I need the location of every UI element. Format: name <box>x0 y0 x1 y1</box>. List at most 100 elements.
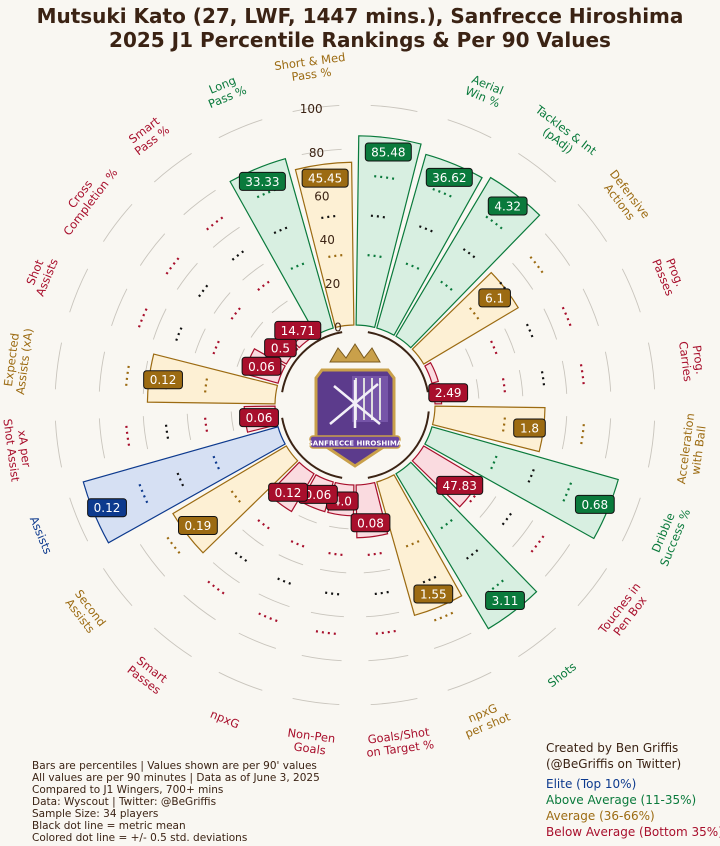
value-badge-box <box>239 408 279 428</box>
bar <box>82 426 286 544</box>
metric-label: DefensiveActions <box>597 167 653 229</box>
value-badge: 0.08 <box>350 513 391 533</box>
grid-arc <box>54 342 62 390</box>
value-label: 0.12 <box>275 486 302 500</box>
metric-label: CrossCompletion % <box>50 158 120 238</box>
value-badge: 47.83 <box>436 475 484 495</box>
bar <box>424 361 440 384</box>
value-badge-box <box>413 584 454 604</box>
metric-label: SmartPasses <box>125 652 172 697</box>
value-badge-box <box>428 383 469 403</box>
reference-dots-layer <box>125 175 585 635</box>
center-arc <box>367 411 430 479</box>
value-label: 36.62 <box>432 171 466 185</box>
value-label-layer: 36.624.326.12.491.80.6847.833.111.550.08… <box>87 142 615 610</box>
value-badge: 0.12 <box>87 498 127 518</box>
radial-tick-label: 60 <box>314 190 329 204</box>
metric-label-line: Assists <box>27 514 55 556</box>
value-label: 14.71 <box>281 324 315 338</box>
value-badge: 6.1 <box>478 288 511 308</box>
std-dot-line <box>137 306 149 328</box>
std-dot-line <box>367 551 382 556</box>
grid-arc <box>433 632 472 649</box>
grid-arc <box>310 611 344 618</box>
bar <box>395 461 538 630</box>
value-badge: 33.33 <box>238 171 286 191</box>
grid-arc <box>465 348 474 367</box>
value-label: 0.19 <box>185 519 212 533</box>
credit-and-legend: Created by Ben Griffis (@BeGriffis on Tw… <box>546 740 720 840</box>
metric-label: LongPass % <box>201 71 248 111</box>
bar <box>294 161 355 329</box>
grid-arc <box>621 497 641 542</box>
mean-dot-line <box>418 225 437 235</box>
std-dot-line <box>432 187 454 199</box>
grid-arc <box>54 420 62 468</box>
grid-arc <box>504 328 516 354</box>
value-label: 1.8 <box>520 421 539 435</box>
bar <box>395 176 541 349</box>
grid-arc <box>319 568 347 574</box>
value-badge: 4.32 <box>487 196 528 216</box>
std-dot-line <box>490 340 498 355</box>
grid-arc <box>366 611 400 618</box>
value-badge-box <box>143 370 183 390</box>
mean-dot-line <box>370 590 389 596</box>
grid-arc <box>512 262 534 290</box>
value-label: 45.45 <box>308 172 342 186</box>
grid-arc <box>577 568 607 607</box>
grid-arc <box>561 416 568 450</box>
value-label: 1.55 <box>420 588 447 602</box>
note-line: Bars are percentiles | Values shown are … <box>32 760 317 772</box>
metric-label-line: Non-Pen <box>287 726 336 746</box>
std-dot-line <box>165 256 181 275</box>
std-dot-line <box>579 424 585 446</box>
grid-arc <box>301 148 342 156</box>
metric-label: Non-PenGoals <box>285 726 336 759</box>
grid-arc <box>479 496 497 518</box>
credit-line: (@BeGriffis on Twitter) <box>546 757 682 771</box>
value-label: 0.12 <box>150 373 177 387</box>
value-label: 0.06 <box>246 411 273 425</box>
mean-dot-line <box>418 575 437 585</box>
grid-arc <box>186 413 192 441</box>
bar <box>376 153 483 336</box>
mean-dot-line <box>273 225 292 235</box>
bar <box>355 135 422 329</box>
credit-line: Created by Ben Griffis <box>546 741 679 755</box>
std-dot-line <box>212 340 220 355</box>
radial-tick-label: 100 <box>300 102 323 116</box>
grid-arc <box>370 104 418 112</box>
grid-arc <box>561 360 568 394</box>
grid-arc <box>582 288 599 327</box>
value-label: 0.08 <box>357 516 384 530</box>
grid-arc <box>292 104 340 112</box>
grid-arc <box>447 119 492 139</box>
mean-dot-line <box>370 214 389 220</box>
club-crest-logo: SANFRECCE HIROSHIMA <box>308 343 403 468</box>
value-badge: 0.12 <box>143 370 183 390</box>
metric-label-line: with Ball <box>688 425 708 476</box>
grid-arc <box>194 328 206 354</box>
grid-arc <box>238 632 277 649</box>
grid-arc <box>298 515 317 524</box>
value-badge: 45.45 <box>301 168 349 188</box>
mean-dot-line <box>540 371 546 390</box>
value-badge-box <box>436 475 484 495</box>
mean-dot-line <box>462 248 479 261</box>
grid-arc <box>518 627 557 657</box>
value-badge: 14.71 <box>274 320 322 340</box>
metric-label: ShotAssists <box>21 251 61 298</box>
value-badge: 0.06 <box>298 484 338 504</box>
grid-arc <box>153 627 192 657</box>
bar <box>431 405 546 453</box>
metric-label-line: Shots <box>545 659 579 690</box>
std-dot-line <box>230 490 241 503</box>
note-line: All values are per 90 minutes | Data as … <box>32 772 320 784</box>
value-badge: 0.68 <box>574 494 615 514</box>
grid-arc <box>292 698 340 706</box>
mean-dot-line <box>231 549 248 562</box>
std-dot-line <box>501 417 506 432</box>
